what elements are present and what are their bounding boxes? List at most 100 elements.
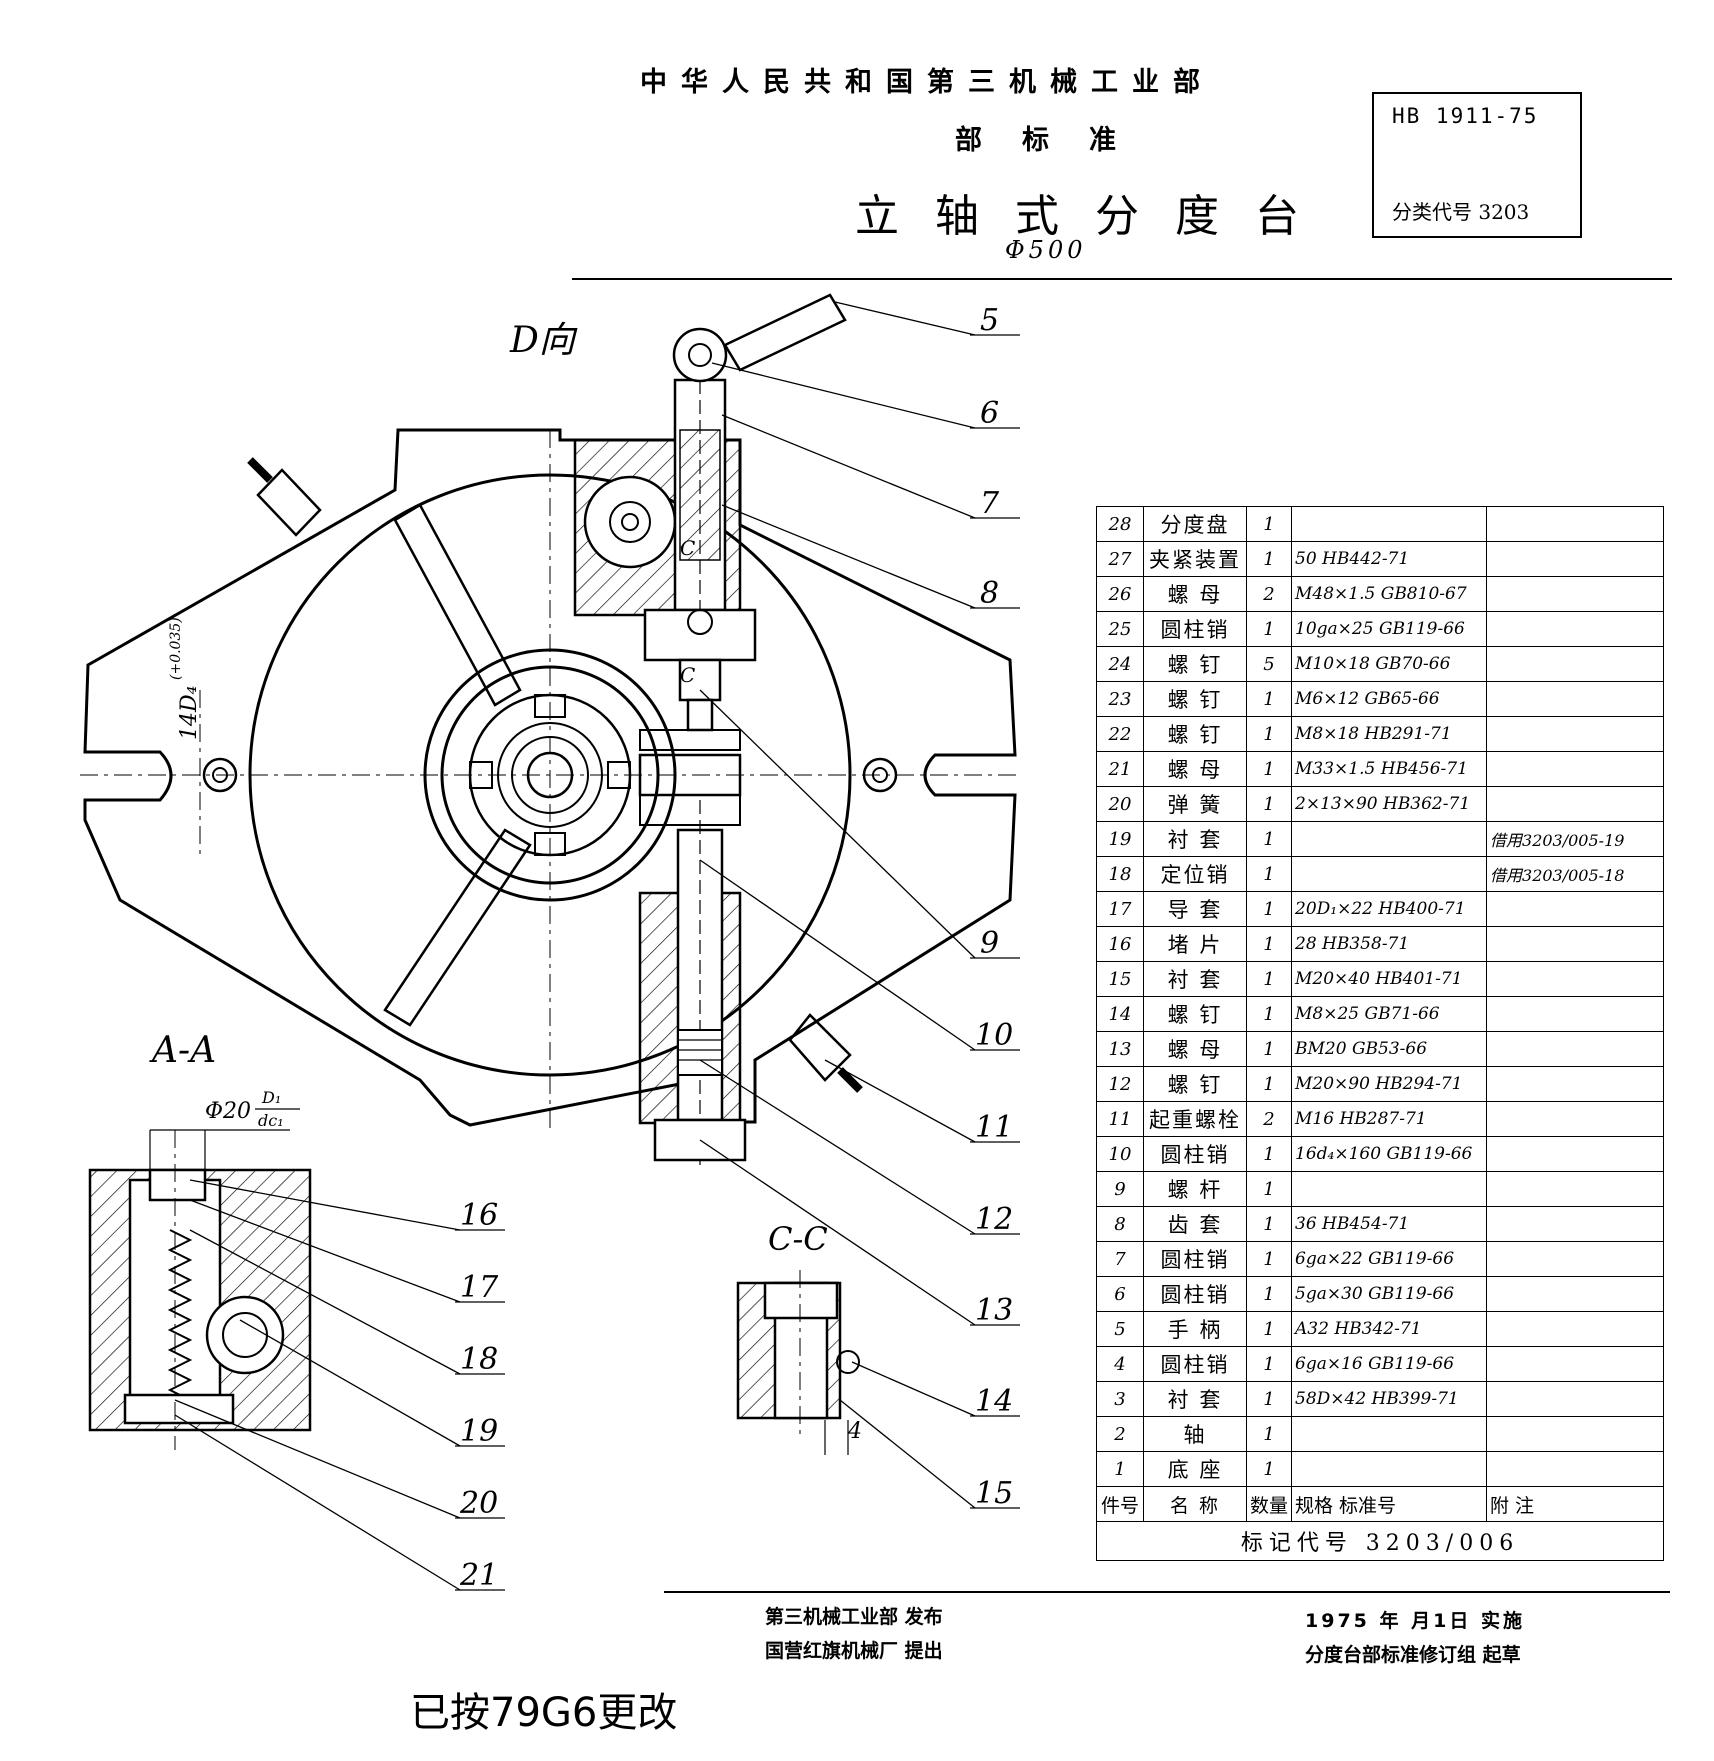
part-spec (1291, 821, 1488, 857)
part-spec: 5ga×30 GB119-66 (1291, 1276, 1488, 1312)
callout-12: 12 (975, 1202, 1013, 1237)
view-label-aa: A-A (149, 1030, 216, 1071)
callout-10: 10 (975, 1018, 1013, 1053)
part-name: 衬 套 (1143, 1381, 1247, 1417)
part-remark (1486, 541, 1665, 577)
part-remark (1486, 1066, 1665, 1102)
part-spec: M16 HB287-71 (1291, 1101, 1488, 1137)
part-spec: M20×40 HB401-71 (1291, 961, 1488, 997)
part-number: 9 (1096, 1171, 1144, 1207)
part-number: 25 (1096, 611, 1144, 647)
callout-21: 21 (459, 1558, 498, 1593)
part-spec: 16d₄×160 GB119-66 (1291, 1136, 1488, 1172)
part-quantity: 1 (1245, 1031, 1293, 1067)
callout-14: 14 (975, 1384, 1013, 1419)
view-label-cc: C-C (768, 1220, 828, 1258)
callout-17: 17 (460, 1270, 499, 1305)
part-name: 螺 杆 (1143, 1171, 1247, 1207)
footer-issuer: 第三机械工业部 发布 (765, 1606, 943, 1628)
mark-code: 标记代号 3203/006 (1095, 1521, 1665, 1561)
dim-phi20-den: dc₁ (258, 1111, 284, 1130)
part-name: 衬 套 (1143, 961, 1247, 997)
part-name: 螺 钉 (1143, 996, 1247, 1032)
part-name: 圆柱销 (1143, 611, 1247, 647)
part-quantity: 5 (1245, 646, 1293, 682)
part-number: 8 (1096, 1206, 1144, 1242)
part-quantity: 2 (1245, 576, 1293, 612)
dim-d4: 14D₄ (177, 686, 202, 740)
part-remark (1486, 576, 1665, 612)
dim-d4-tol: (+0.035) (168, 617, 184, 680)
part-name: 螺 钉 (1143, 716, 1247, 752)
part-remark: 借用3203/005-19 (1486, 821, 1665, 857)
part-spec: A32 HB342-71 (1291, 1311, 1488, 1347)
callout-20: 20 (459, 1486, 498, 1521)
part-quantity: 1 (1245, 1381, 1293, 1417)
part-remark: 借用3203/005-18 (1486, 856, 1665, 892)
part-remark (1486, 1381, 1665, 1417)
part-remark (1486, 646, 1665, 682)
part-spec (1291, 1451, 1488, 1487)
callout-11: 11 (975, 1110, 1013, 1145)
part-name: 螺 钉 (1143, 1066, 1247, 1102)
part-spec: 2×13×90 HB362-71 (1291, 786, 1488, 822)
part-spec: 50 HB442-71 (1291, 541, 1488, 577)
part-name: 起重螺栓 (1143, 1101, 1247, 1137)
part-number: 26 (1096, 576, 1144, 612)
part-quantity: 2 (1245, 1101, 1293, 1137)
part-quantity: 1 (1245, 1276, 1293, 1312)
part-quantity: 1 (1245, 891, 1293, 927)
section-mark-c2: C (680, 663, 695, 687)
part-quantity: 1 (1245, 716, 1293, 752)
part-spec: M6×12 GB65-66 (1291, 681, 1488, 717)
part-spec: M20×90 HB294-71 (1291, 1066, 1488, 1102)
part-spec: M10×18 GB70-66 (1291, 646, 1488, 682)
part-name: 螺 母 (1143, 1031, 1247, 1067)
part-name: 圆柱销 (1143, 1136, 1247, 1172)
part-number: 23 (1096, 681, 1144, 717)
part-spec: M48×1.5 GB810-67 (1291, 576, 1488, 612)
part-remark (1486, 506, 1665, 542)
page-title: 立轴式分度台 (855, 191, 1335, 242)
part-name: 弹 簧 (1143, 786, 1247, 822)
part-number: 19 (1096, 821, 1144, 857)
view-label-d: D向 (509, 320, 578, 361)
standard-code: HB 1911-75 (1392, 104, 1539, 128)
page-subtitle: Φ500 (1005, 236, 1087, 264)
part-name: 圆柱销 (1143, 1346, 1247, 1382)
part-remark (1486, 1451, 1665, 1487)
part-name: 轴 (1143, 1416, 1247, 1452)
part-remark (1486, 611, 1665, 647)
part-spec: M8×18 HB291-71 (1291, 716, 1488, 752)
part-number: 21 (1096, 751, 1144, 787)
part-name: 堵 片 (1143, 926, 1247, 962)
part-remark (1486, 1136, 1665, 1172)
dim-phi20: Φ20 (205, 1099, 251, 1124)
header-standard: 部标准 (955, 125, 1156, 156)
mark-code-row: 标记代号 3203/006 (1095, 1521, 1665, 1561)
part-spec: 10ga×25 GB119-66 (1291, 611, 1488, 647)
part-name: 底 座 (1143, 1451, 1247, 1487)
part-quantity: 1 (1245, 1136, 1293, 1172)
part-quantity: 1 (1245, 611, 1293, 647)
class-code: 分类代号 3203 (1392, 200, 1530, 224)
part-number: 11 (1096, 1101, 1144, 1137)
